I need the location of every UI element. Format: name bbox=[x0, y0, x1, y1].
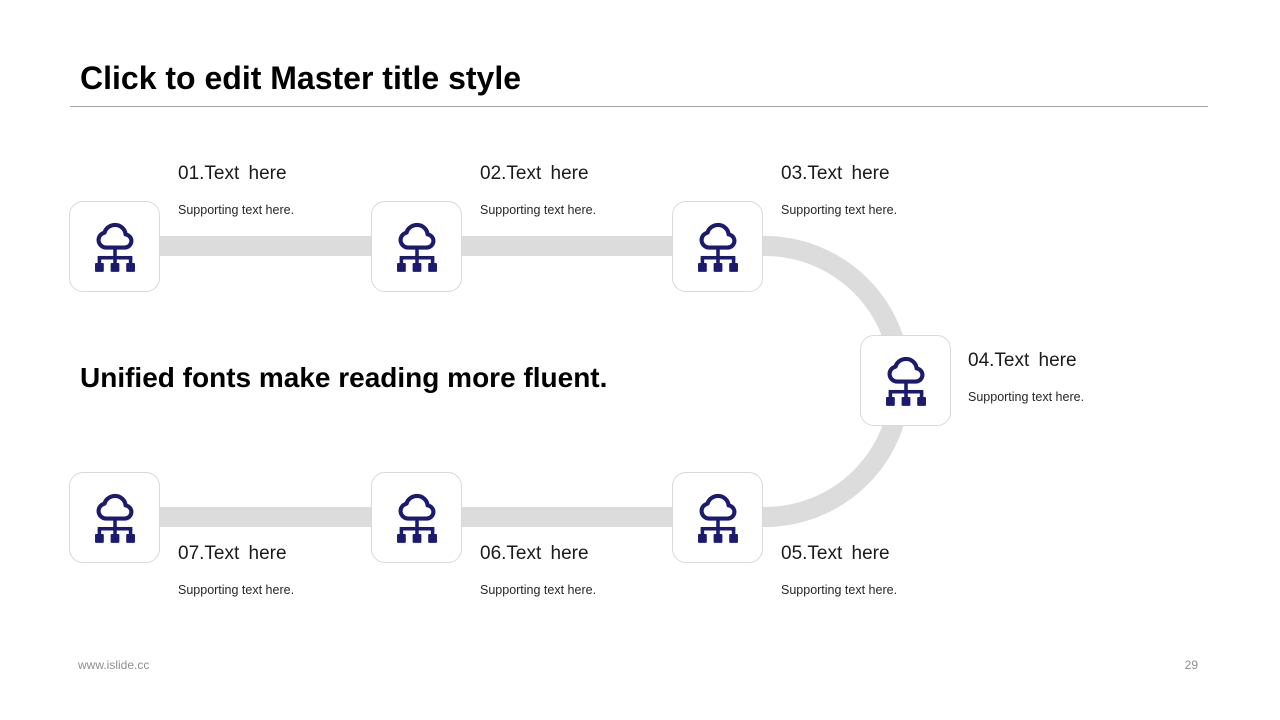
cloud-network-icon bbox=[696, 494, 739, 544]
cloud-network-icon bbox=[93, 494, 136, 544]
footer-page-number: 29 bbox=[1184, 658, 1198, 672]
step-title: 05.Text here bbox=[781, 543, 890, 564]
footer-website: www.islide.cc bbox=[78, 658, 150, 672]
step-card-01 bbox=[69, 201, 160, 292]
statement-text: Unified fonts make reading more fluent. bbox=[80, 362, 608, 393]
step-support: Supporting text here. bbox=[781, 203, 898, 217]
step-support: Supporting text here. bbox=[968, 390, 1085, 404]
step-card-03 bbox=[672, 201, 763, 292]
step-item-05: 05.Text here Supporting text here. bbox=[781, 542, 1031, 597]
step-support: Supporting text here. bbox=[480, 583, 597, 597]
step-support: Supporting text here. bbox=[178, 583, 295, 597]
step-item-01: 01.Text here Supporting text here. bbox=[178, 162, 428, 217]
step-support: Supporting text here. bbox=[178, 203, 295, 217]
cloud-network-icon bbox=[696, 223, 739, 273]
step-title: 06.Text here bbox=[480, 543, 589, 564]
step-title: 03.Text here bbox=[781, 163, 890, 184]
step-card-04 bbox=[860, 335, 951, 426]
step-support: Supporting text here. bbox=[781, 583, 898, 597]
title-divider bbox=[70, 106, 1208, 107]
step-item-06: 06.Text here Supporting text here. bbox=[480, 542, 730, 597]
cloud-network-icon bbox=[395, 223, 438, 273]
step-item-04: 04.Text here Supporting text here. bbox=[968, 349, 1218, 404]
step-item-03: 03.Text here Supporting text here. bbox=[781, 162, 1031, 217]
step-title: 02.Text here bbox=[480, 163, 589, 184]
cloud-network-icon bbox=[395, 494, 438, 544]
step-card-07 bbox=[69, 472, 160, 563]
step-item-07: 07.Text here Supporting text here. bbox=[178, 542, 428, 597]
step-card-06 bbox=[371, 472, 462, 563]
step-title: 07.Text here bbox=[178, 543, 287, 564]
step-title: 01.Text here bbox=[178, 163, 287, 184]
page-title: Click to edit Master title style bbox=[80, 60, 522, 96]
cloud-network-icon bbox=[884, 357, 927, 407]
step-card-02 bbox=[371, 201, 462, 292]
step-support: Supporting text here. bbox=[480, 203, 597, 217]
cloud-network-icon bbox=[93, 223, 136, 273]
step-title: 04.Text here bbox=[968, 350, 1077, 371]
step-card-05 bbox=[672, 472, 763, 563]
step-item-02: 02.Text here Supporting text here. bbox=[480, 162, 730, 217]
